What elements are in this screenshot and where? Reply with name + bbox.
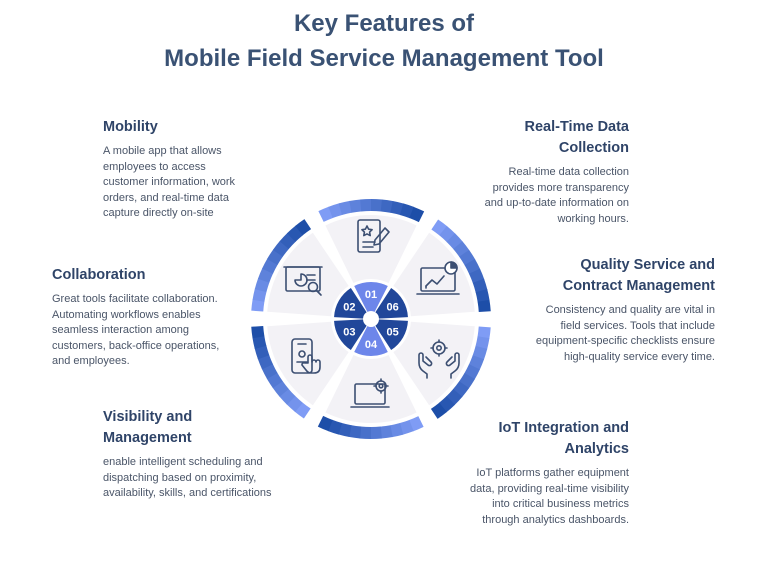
feature-collaboration-text: Great tools facilitate collaboration. Au… [52, 293, 220, 367]
feature-realtime: Real-Time Data Collection Real-time data… [478, 117, 629, 227]
wheel-petal-01 [354, 282, 388, 312]
feature-quality-text: Consistency and quality are vital in fie… [535, 304, 715, 363]
feature-quality: Quality Service and Contract Management … [525, 255, 715, 365]
wheel-petal-04 [354, 326, 388, 356]
feature-mobility: Mobility A mobile app that allows employ… [103, 117, 253, 222]
wheel-petal-03 [334, 319, 367, 351]
feature-iot-title: IoT Integration and Analytics [498, 420, 630, 457]
wheel-segment-01 [325, 215, 417, 284]
wheel-segment-04 [325, 354, 417, 423]
feature-visibility: Visibility and Management enable intelli… [103, 407, 273, 502]
wheel-ring-arc-01 [318, 199, 425, 223]
feature-quality-title: Quality Service and Contract Management [562, 257, 715, 294]
wheel-petal-06 [375, 287, 408, 319]
wheel-ring-arc-02 [251, 219, 312, 312]
hands-gear-icon [418, 339, 460, 379]
feature-wheel: 01 02 03 04 05 06 [251, 199, 491, 439]
page-title-line-2: Mobile Field Service Management Tool [164, 45, 604, 72]
feature-realtime-text: Real-time data collection provides more … [484, 166, 629, 225]
wheel-number-04: 04 [365, 339, 378, 351]
wheel-petal-05 [375, 319, 408, 351]
feature-iot-text: IoT platforms gather equipment data, pro… [470, 467, 629, 526]
feature-collaboration-title: Collaboration [52, 267, 146, 283]
certificate-icon [357, 219, 390, 253]
wheel-number-06: 06 [387, 302, 399, 314]
feature-visibility-title: Visibility and Management [103, 409, 193, 446]
wheel-segment-06 [393, 232, 475, 317]
phone-tap-icon [291, 338, 321, 374]
wheel-ring-arc-03 [251, 325, 311, 419]
monitor-chart-icon [416, 261, 460, 295]
wheel-ring-arc-04 [317, 415, 424, 439]
feature-mobility-title: Mobility [103, 119, 158, 135]
feature-mobility-text: A mobile app that allows employees to ac… [103, 145, 236, 219]
presentation-chart-icon [283, 266, 323, 296]
wheel-petal-02 [334, 287, 367, 319]
feature-visibility-text: enable intelligent scheduling and dispat… [103, 456, 272, 499]
feature-realtime-title: Real-Time Data Collection [524, 119, 630, 156]
wheel-number-02: 02 [343, 302, 355, 314]
laptop-settings-icon [350, 378, 390, 408]
page-title-line-1: Key Features of [293, 10, 475, 37]
wheel-ring-arc-05 [430, 326, 491, 419]
wheel-ring-arc-06 [431, 219, 491, 313]
wheel-segment-05 [393, 321, 475, 406]
feature-collaboration: Collaboration Great tools facilitate col… [52, 265, 232, 370]
wheel-number-05: 05 [387, 327, 399, 339]
feature-iot: IoT Integration and Analytics IoT platfo… [470, 418, 629, 528]
wheel-number-03: 03 [343, 327, 355, 339]
wheel-number-01: 01 [365, 289, 377, 301]
